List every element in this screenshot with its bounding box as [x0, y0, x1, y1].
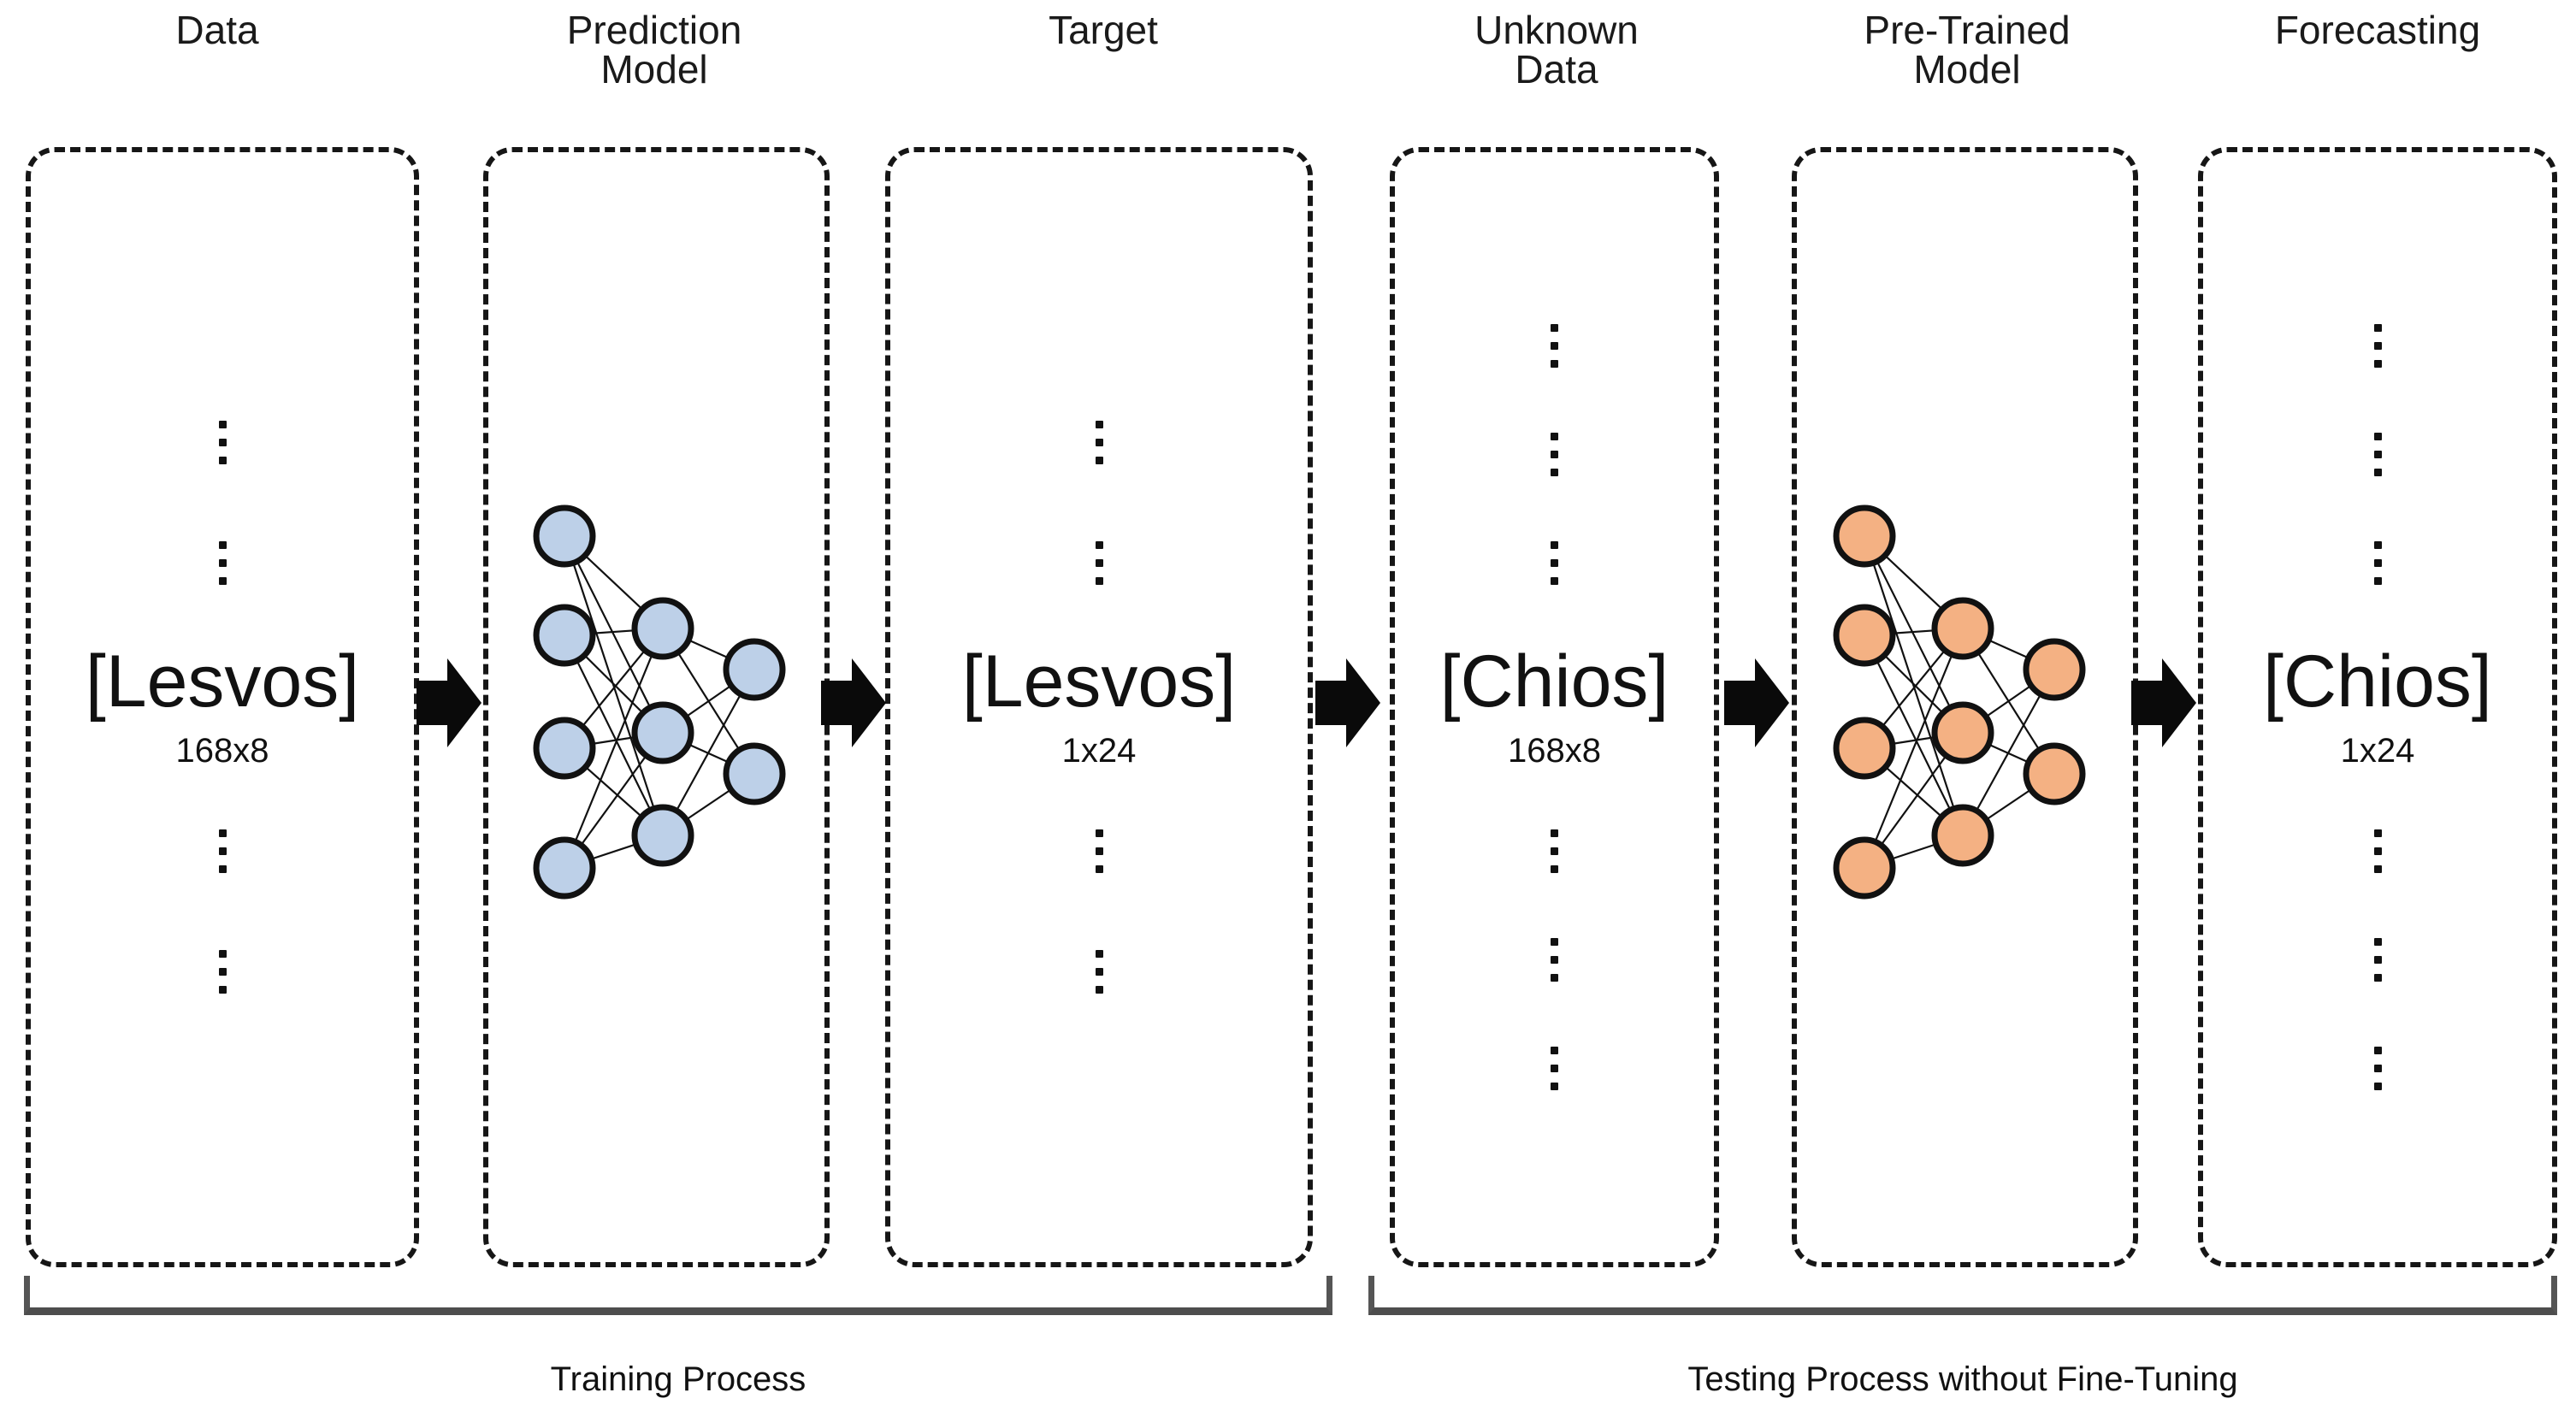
ellipsis-vertical-icon	[1551, 824, 1558, 878]
ellipsis-vertical-icon	[218, 824, 227, 878]
dataset-name-unknown-data: [Chios]	[1439, 640, 1669, 723]
ellipsis-vertical-icon	[2373, 536, 2382, 590]
arrow-data-to-model-icon	[417, 658, 482, 747]
dataset-name-data: [Lesvos]	[85, 640, 360, 723]
ellipsis-vertical-icon	[1095, 416, 1103, 469]
ellipsis-vertical-icon	[2373, 319, 2382, 373]
column-header-target: Target	[1049, 8, 1158, 52]
ellipsis-vertical-icon	[1551, 428, 1558, 481]
dataset-dimensions-data: 168x8	[175, 732, 269, 770]
bracket-training-process	[24, 1276, 1332, 1315]
dataset-name-target: [Lesvos]	[961, 640, 1237, 723]
ellipsis-vertical-icon	[1095, 536, 1103, 590]
ellipsis-vertical-icon	[2373, 1041, 2382, 1095]
column-header-unknown-data: Unknown Data	[1474, 8, 1639, 91]
box-unknown-data-content: [Chios] 168x8	[1395, 152, 1714, 1262]
box-forecasting: [Chios] 1x24	[2198, 147, 2557, 1267]
neural-network-blue	[533, 504, 786, 900]
column-header-data: Data	[175, 8, 259, 52]
ellipsis-vertical-icon	[1095, 824, 1103, 878]
ellipsis-vertical-icon	[218, 536, 227, 590]
dataset-dimensions-forecasting: 1x24	[2340, 732, 2415, 770]
ellipsis-vertical-icon	[218, 945, 227, 999]
column-header-pre-trained-model: Pre-Trained Model	[1864, 8, 2071, 91]
box-unknown-data: [Chios] 168x8	[1390, 147, 1719, 1267]
dataset-dimensions-target: 1x24	[1061, 732, 1137, 770]
box-data-content: [Lesvos] 168x8	[31, 152, 414, 1262]
ellipsis-vertical-icon	[2373, 824, 2382, 878]
ellipsis-vertical-icon	[1551, 933, 1558, 987]
process-label-testing: Testing Process without Fine-Tuning	[1687, 1360, 2238, 1398]
ellipsis-vertical-icon	[1551, 536, 1558, 590]
box-forecasting-content: [Chios] 1x24	[2203, 152, 2552, 1262]
bracket-testing-process	[1368, 1276, 2557, 1315]
column-header-prediction-model: Prediction Model	[566, 8, 742, 91]
column-header-forecasting: Forecasting	[2274, 8, 2481, 52]
neural-network-orange	[1833, 504, 2086, 900]
dataset-name-forecasting: [Chios]	[2263, 640, 2492, 723]
dataset-dimensions-unknown-data: 168x8	[1508, 732, 1601, 770]
box-target-content: [Lesvos] 1x24	[890, 152, 1308, 1262]
process-label-training: Training Process	[550, 1360, 806, 1398]
box-data: [Lesvos] 168x8	[26, 147, 419, 1267]
ellipsis-vertical-icon	[1551, 1041, 1558, 1095]
ellipsis-vertical-icon	[218, 416, 227, 469]
arrow-unknown-to-pretrained-icon	[1724, 658, 1789, 747]
ellipsis-vertical-icon	[1551, 319, 1558, 373]
ellipsis-vertical-icon	[2373, 428, 2382, 481]
ellipsis-vertical-icon	[1095, 945, 1103, 999]
box-target: [Lesvos] 1x24	[885, 147, 1313, 1267]
arrow-target-to-unknown-icon	[1315, 658, 1380, 747]
ellipsis-vertical-icon	[2373, 933, 2382, 987]
arrow-model-to-target-icon	[821, 658, 886, 747]
arrow-pretrained-to-forecasting-icon	[2131, 658, 2196, 747]
